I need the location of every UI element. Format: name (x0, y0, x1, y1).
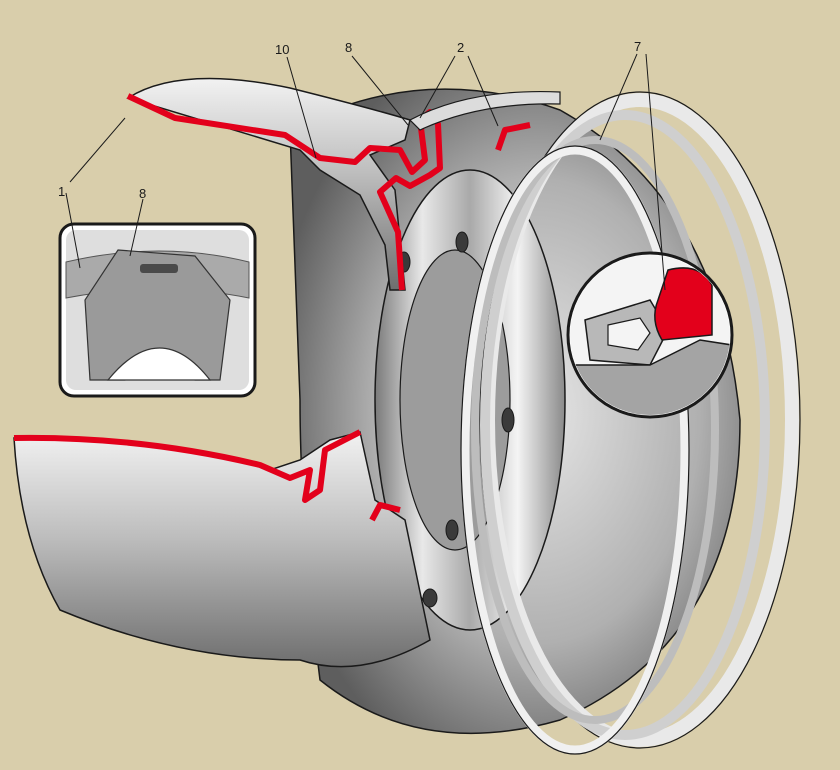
leader-1-to-inset (65, 192, 81, 269)
bolt-hole (455, 231, 469, 253)
leader-7-b (645, 53, 666, 291)
bolt-hole (445, 519, 459, 541)
side-rings (460, 91, 801, 755)
inset-arch (106, 347, 212, 381)
rim-barrel-front-upper (126, 77, 411, 291)
leader-2-a (419, 55, 456, 119)
callout-8-top: 8 (345, 40, 352, 55)
inset-slot (140, 264, 178, 273)
leader-8-top (351, 55, 409, 126)
ring-section-notch (607, 317, 651, 351)
ring-section-red (654, 267, 713, 341)
gutter-ring-top (409, 90, 561, 131)
bolt-hole (422, 588, 438, 608)
section-profile-lower-ring (369, 502, 401, 522)
leader-8-inset (129, 198, 144, 257)
leader-1-to-rim (69, 117, 126, 183)
lock-ring (460, 145, 690, 755)
ring-section-base (570, 339, 730, 415)
callout-2: 2 (457, 40, 464, 55)
inset-detail-ring-section (566, 251, 734, 419)
leader-2-b (467, 55, 499, 127)
callout-7: 7 (634, 39, 641, 54)
side-ring-outer-edge (479, 91, 801, 749)
inset-detail-lock-ring (58, 222, 257, 398)
callout-1: 1 (58, 184, 65, 199)
lock-ring-edge (460, 145, 690, 755)
section-profile-lower (13, 429, 362, 503)
side-ring-middle (480, 110, 770, 740)
rim-barrel-front-lower (13, 431, 431, 668)
bolt-hole (501, 407, 515, 433)
leader-10 (286, 56, 317, 159)
callout-10: 10 (275, 42, 289, 57)
callout-8-inset: 8 (139, 186, 146, 201)
side-ring-inner (471, 136, 719, 724)
leader-lines (65, 53, 666, 291)
leader-7-a (599, 53, 638, 141)
section-profile-ring-top (495, 122, 531, 151)
